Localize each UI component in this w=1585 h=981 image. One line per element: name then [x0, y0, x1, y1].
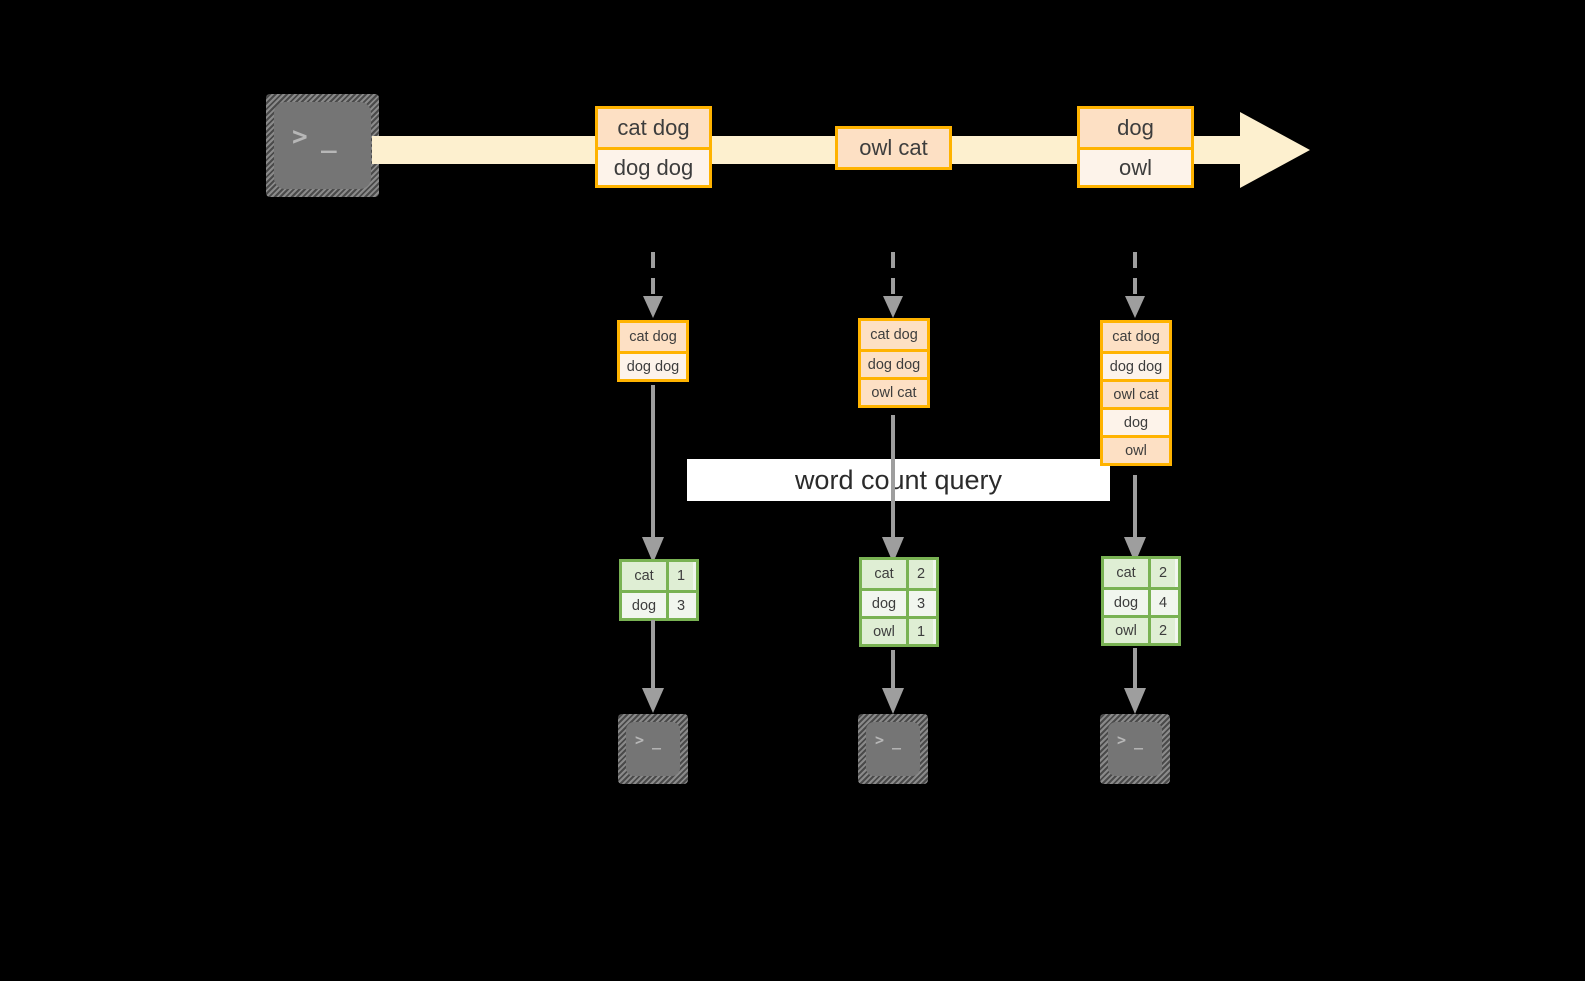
dashed-connector-1	[643, 252, 663, 318]
snapshot-row: owl	[1103, 435, 1169, 463]
result-row: dog 4	[1104, 587, 1178, 615]
stream-event: dog	[1080, 109, 1191, 147]
stream-event: owl	[1080, 147, 1191, 185]
terminal-prompt-glyph: >	[1117, 731, 1127, 749]
sink-terminal-icon-1: > _	[618, 714, 688, 784]
sink-terminal-icon-2: > _	[858, 714, 928, 784]
stream-event: dog dog	[598, 147, 709, 185]
source-terminal-icon: > _	[266, 94, 379, 197]
result-word: dog	[622, 593, 666, 618]
dashed-connector-3	[1125, 252, 1145, 318]
result-count: 2	[906, 560, 933, 588]
result-word: cat	[1104, 559, 1148, 587]
result-count: 3	[666, 593, 693, 618]
terminal-prompt-glyph: >	[875, 731, 885, 749]
query-connector-3	[1124, 475, 1146, 563]
stream-event-group-3: dog owl	[1077, 106, 1194, 188]
snapshot-table-3: cat dog dog dog owl cat dog owl	[1100, 320, 1172, 466]
snapshot-row: owl cat	[1103, 379, 1169, 407]
result-table-3: cat 2 dog 4 owl 2	[1101, 556, 1181, 646]
result-word: cat	[862, 560, 906, 588]
snapshot-row: dog dog	[861, 349, 927, 377]
stream-event: cat dog	[598, 109, 709, 147]
terminal-cursor-glyph: _	[321, 124, 338, 154]
result-word: owl	[1104, 618, 1148, 643]
result-count: 3	[906, 591, 933, 616]
result-row: cat 2	[862, 560, 936, 588]
snapshot-row: cat dog	[620, 323, 686, 351]
result-word: cat	[622, 562, 666, 590]
snapshot-table-1: cat dog dog dog	[617, 320, 689, 382]
snapshot-row: owl cat	[861, 377, 927, 405]
stream-event-group-2: owl cat	[835, 126, 952, 170]
result-row: cat 2	[1104, 559, 1178, 587]
result-table-2: cat 2 dog 3 owl 1	[859, 557, 939, 647]
sink-connector-3	[1124, 648, 1146, 714]
query-connector-1	[642, 385, 664, 563]
terminal-cursor-glyph: _	[892, 732, 902, 750]
stream-event: owl cat	[838, 129, 949, 167]
result-row: cat 1	[622, 562, 696, 590]
result-count: 1	[906, 619, 933, 644]
result-row: owl 1	[862, 616, 936, 644]
result-word: dog	[1104, 590, 1148, 615]
result-row: owl 2	[1104, 615, 1178, 643]
result-count: 1	[666, 562, 693, 590]
result-table-1: cat 1 dog 3	[619, 559, 699, 621]
result-count: 2	[1148, 559, 1175, 587]
result-row: dog 3	[862, 588, 936, 616]
snapshot-row: cat dog	[861, 321, 927, 349]
result-word: dog	[862, 591, 906, 616]
result-count: 4	[1148, 590, 1175, 615]
result-row: dog 3	[622, 590, 696, 618]
query-label: word count query	[687, 459, 1110, 501]
stream-event-group-1: cat dog dog dog	[595, 106, 712, 188]
terminal-prompt-glyph: >	[635, 731, 645, 749]
sink-connector-1	[642, 620, 664, 713]
snapshot-row: dog	[1103, 407, 1169, 435]
query-label-text: word count query	[794, 464, 1003, 495]
dashed-connector-2	[883, 252, 903, 318]
result-word: owl	[862, 619, 906, 644]
snapshot-row: dog dog	[1103, 351, 1169, 379]
sink-connector-2	[882, 650, 904, 714]
result-count: 2	[1148, 618, 1175, 643]
terminal-prompt-glyph: >	[292, 122, 309, 152]
query-connector-2	[882, 415, 904, 563]
terminal-cursor-glyph: _	[1134, 732, 1144, 750]
snapshot-row: dog dog	[620, 351, 686, 379]
sink-terminal-icon-3: > _	[1100, 714, 1170, 784]
snapshot-table-2: cat dog dog dog owl cat	[858, 318, 930, 408]
snapshot-row: cat dog	[1103, 323, 1169, 351]
terminal-cursor-glyph: _	[652, 732, 662, 750]
